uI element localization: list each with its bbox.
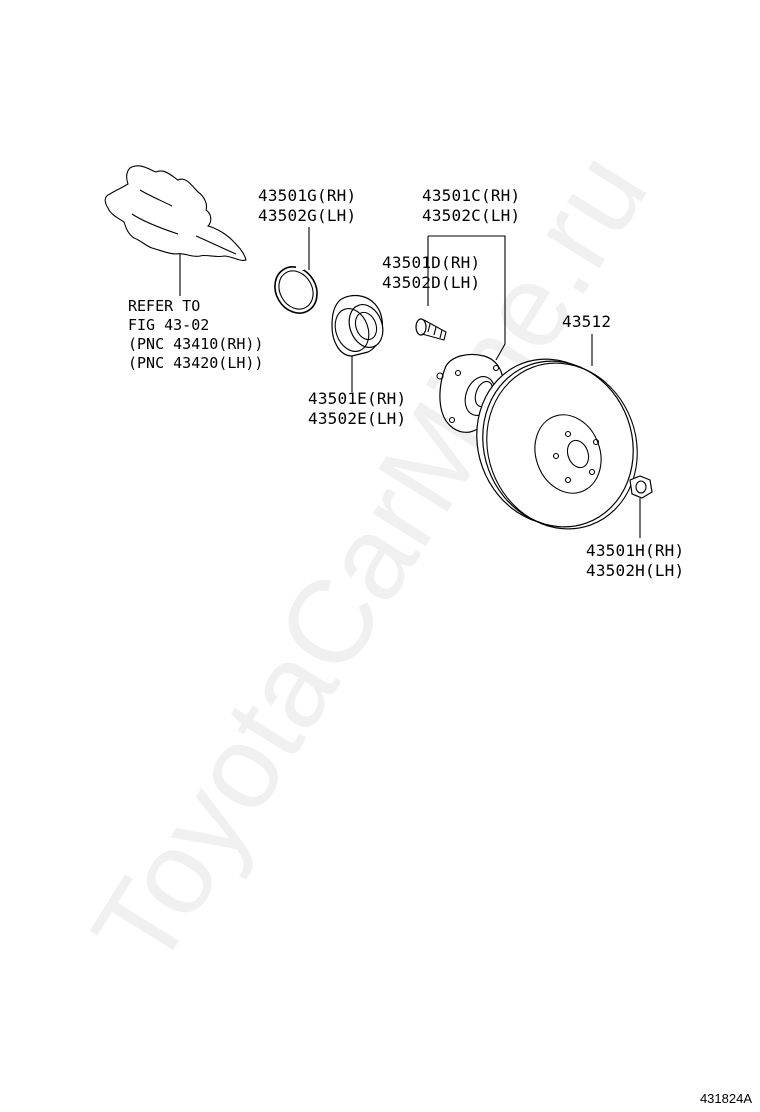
snap-ring-part-number-rh: 43501G(RH) [258, 186, 357, 205]
steering-knuckle-reference-drawing [104, 165, 247, 296]
snap-ring-drawing [274, 227, 318, 314]
brake-disc-drawing [476, 334, 638, 530]
reference-line-1: REFER TO [128, 297, 201, 315]
bearing-part-number-rh: 43501E(RH) [308, 389, 407, 408]
hub-bolt-drawing [415, 318, 447, 341]
reference-line-2: FIG 43-02 [128, 316, 210, 334]
hub-part-number-rh: 43501C(RH) [422, 186, 521, 205]
hub-bolt-part-number-lh: 43502D(LH) [382, 273, 481, 292]
disc-part-number: 43512 [562, 312, 612, 331]
reference-line-4: (PNC 43420(LH)) [128, 354, 264, 372]
bearing-drawing [331, 294, 384, 392]
hub-part-number-lh: 43502C(LH) [422, 206, 521, 225]
snap-ring-part-number-lh: 43502G(LH) [258, 206, 357, 225]
hub-nut-drawing [629, 475, 653, 538]
reference-line-3: (PNC 43410(RH)) [128, 335, 264, 353]
nut-part-number-rh: 43501H(RH) [586, 541, 685, 560]
bearing-part-number-lh: 43502E(LH) [308, 409, 407, 428]
hub-bolt-part-number-rh: 43501D(RH) [382, 253, 481, 272]
figure-id: 431824A [699, 1091, 752, 1106]
nut-part-number-lh: 43502H(LH) [586, 561, 685, 580]
